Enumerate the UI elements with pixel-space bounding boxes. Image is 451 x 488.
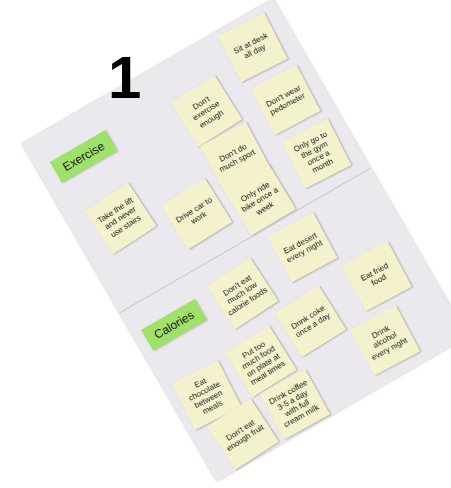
sticky-note: Eat desert every night — [267, 212, 337, 282]
note-text: Don't do much sport — [210, 138, 259, 176]
sticky-note: Don't wear pedometer — [250, 65, 320, 135]
sticky-note: Drive car to work — [161, 178, 233, 250]
note-text: Only ride bike once a week — [233, 176, 287, 223]
note-text: Take the lift and never use stairs — [94, 194, 148, 242]
note-text: Eat fried food — [352, 257, 401, 295]
note-text: Don't eat much low calorie foods — [216, 269, 270, 317]
note-text: Drink coke once a day — [286, 301, 335, 341]
note-text: Only go to the gym once a month — [288, 127, 346, 181]
sticky-note: Sit at desk all day — [218, 12, 288, 82]
note-text: Drive car to work — [172, 194, 221, 234]
note-text: Eat desert every night — [278, 228, 327, 266]
note-text: Don't exercise enough — [180, 87, 234, 135]
category-tag: Exercise — [50, 130, 117, 183]
sticky-note: Drink coke once a day — [275, 285, 347, 357]
note-text: Sit at desk all day — [228, 29, 277, 66]
sticky-note: Drink alcohol every night — [350, 305, 420, 375]
note-text: Don't wear pedometer — [261, 81, 310, 119]
paper-board: Exercise Sit at desk all dayDon't exercis… — [22, 0, 451, 481]
sticky-note: Only go to the gym once a month — [281, 119, 351, 189]
sticky-note: Take the lift and never use stairs — [85, 182, 157, 254]
sticky-note: Eat fried food — [341, 241, 411, 311]
category-tag: Calories — [141, 299, 207, 351]
note-text: Don't eat enough fruit — [218, 414, 267, 454]
note-text: Drink alcohol every night — [358, 318, 412, 364]
sticky-note: Don't eat much low calorie foods — [206, 258, 278, 330]
group-number: 1 — [108, 48, 141, 108]
note-text: Drink coffee 3-5 a day with full cream m… — [266, 377, 324, 431]
